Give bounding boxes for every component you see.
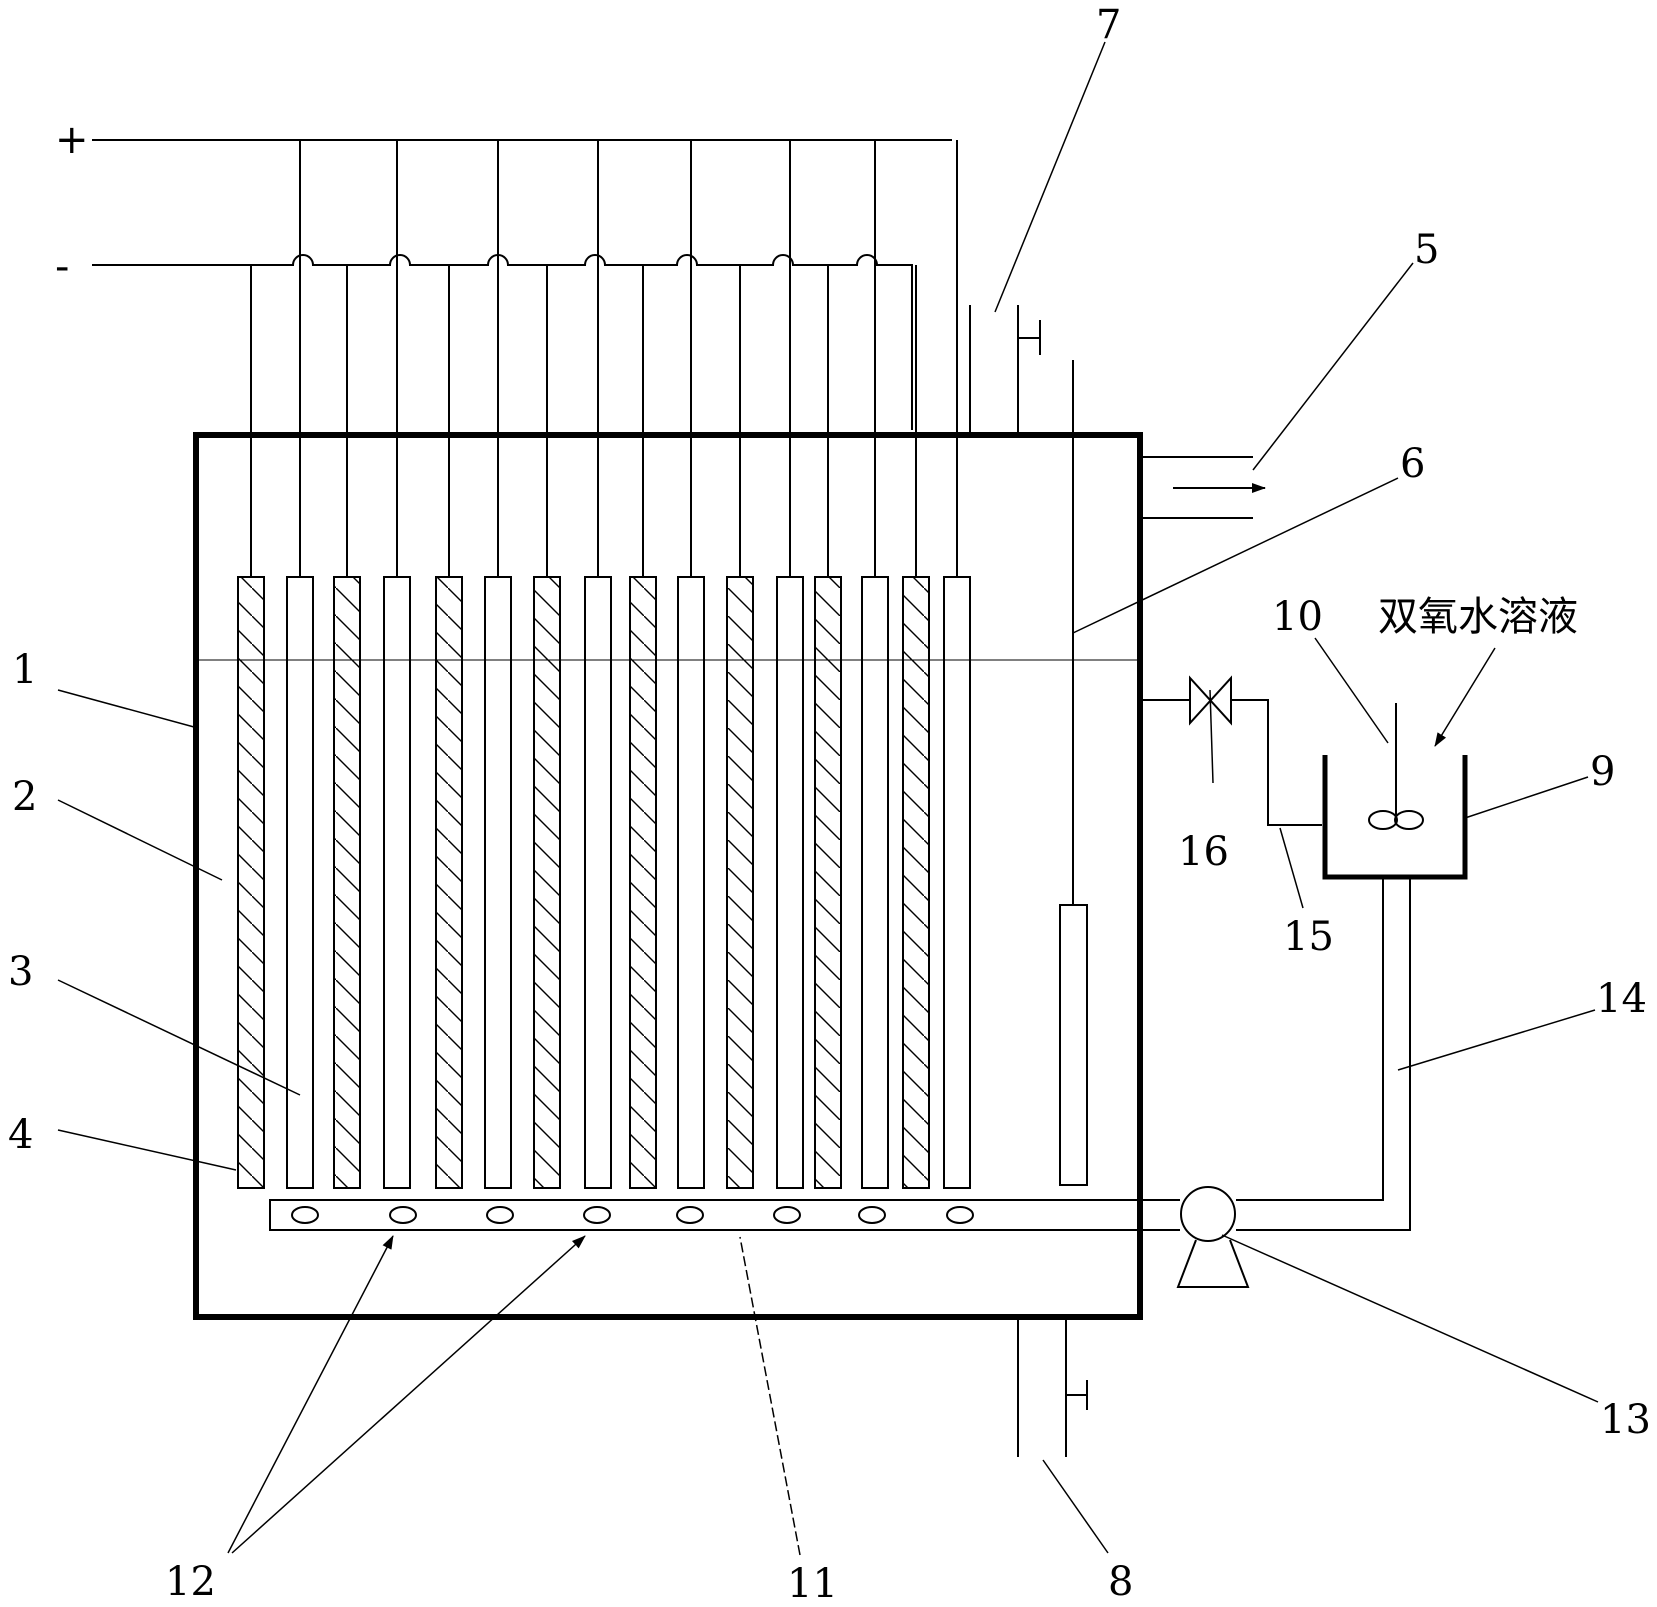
cathode-plate bbox=[584, 576, 612, 1189]
reactor-tank bbox=[193, 432, 1143, 1320]
label-14: 14 bbox=[1596, 976, 1647, 1022]
aeration-head bbox=[486, 1206, 514, 1224]
label-5: 5 bbox=[1414, 227, 1439, 273]
leader-lines bbox=[57, 41, 1599, 1556]
label-13: 13 bbox=[1600, 1397, 1651, 1443]
hydrogen-peroxide-solution-label: 双氧水溶液 bbox=[1378, 594, 1578, 640]
anode-plate bbox=[814, 576, 842, 1189]
cathode-plate bbox=[677, 576, 705, 1189]
overflow-outlet bbox=[1143, 456, 1266, 519]
drain-pipe bbox=[1017, 1320, 1088, 1457]
part-labels: 1 2 3 4 5 6 7 8 9 10 11 12 13 14 15 16 双… bbox=[8, 2, 1651, 1607]
label-3: 3 bbox=[8, 949, 33, 995]
label-10: 10 bbox=[1272, 594, 1323, 640]
negative-bus-line bbox=[92, 254, 913, 430]
label-6: 6 bbox=[1400, 441, 1425, 487]
label-15: 15 bbox=[1283, 914, 1334, 960]
aeration-pipe bbox=[269, 1199, 1141, 1231]
electrode-leads bbox=[250, 140, 958, 577]
aeration-head bbox=[773, 1206, 801, 1224]
positive-terminal-symbol: + bbox=[55, 117, 89, 163]
cathode-plate bbox=[484, 576, 512, 1189]
label-1: 1 bbox=[12, 647, 37, 693]
aeration-heads bbox=[291, 1206, 974, 1224]
aeration-head bbox=[583, 1206, 611, 1224]
aeration-head bbox=[946, 1206, 974, 1224]
anode-plate bbox=[726, 576, 754, 1189]
anode-plate bbox=[533, 576, 561, 1189]
cathode-plate bbox=[776, 576, 804, 1189]
cathode-plate bbox=[861, 576, 889, 1189]
probe bbox=[1059, 360, 1088, 1186]
dosing-valve bbox=[1189, 675, 1232, 726]
aeration-head bbox=[389, 1206, 417, 1224]
anode-plate bbox=[435, 576, 463, 1189]
dosing-tank-body bbox=[1322, 755, 1468, 880]
circulation-pipe bbox=[1140, 877, 1411, 1231]
circulation-pump bbox=[1176, 1186, 1250, 1288]
cathode-plate bbox=[943, 576, 971, 1189]
anode-plate bbox=[629, 576, 657, 1189]
dosing-tank bbox=[1322, 703, 1468, 880]
probe-sensor bbox=[1059, 904, 1088, 1186]
power-bus: + - bbox=[55, 117, 952, 430]
negative-terminal-symbol: - bbox=[55, 244, 69, 290]
label-9: 9 bbox=[1590, 749, 1615, 795]
label-16: 16 bbox=[1178, 829, 1229, 875]
reagent-arrow bbox=[1434, 647, 1496, 747]
stirrer-blade-right bbox=[1394, 810, 1424, 830]
aeration-head bbox=[676, 1206, 704, 1224]
aeration-head bbox=[858, 1206, 886, 1224]
label-7: 7 bbox=[1096, 2, 1121, 48]
label-4: 4 bbox=[8, 1112, 33, 1158]
anode-plate bbox=[237, 576, 265, 1189]
anode-plate bbox=[902, 576, 930, 1189]
stirrer-blade-left bbox=[1368, 810, 1398, 830]
label-11: 11 bbox=[787, 1561, 838, 1607]
cathode-plate bbox=[286, 576, 314, 1189]
electrode-plates bbox=[237, 576, 971, 1189]
gas-outlet-pipe bbox=[969, 305, 1041, 432]
anode-plate bbox=[333, 576, 361, 1189]
label-2: 2 bbox=[12, 774, 37, 820]
aeration-head bbox=[291, 1206, 319, 1224]
label-8: 8 bbox=[1108, 1559, 1133, 1605]
dosing-pipe bbox=[1231, 699, 1322, 826]
label-12: 12 bbox=[165, 1559, 216, 1605]
cathode-plate bbox=[383, 576, 411, 1189]
dosing-line bbox=[1143, 675, 1322, 826]
